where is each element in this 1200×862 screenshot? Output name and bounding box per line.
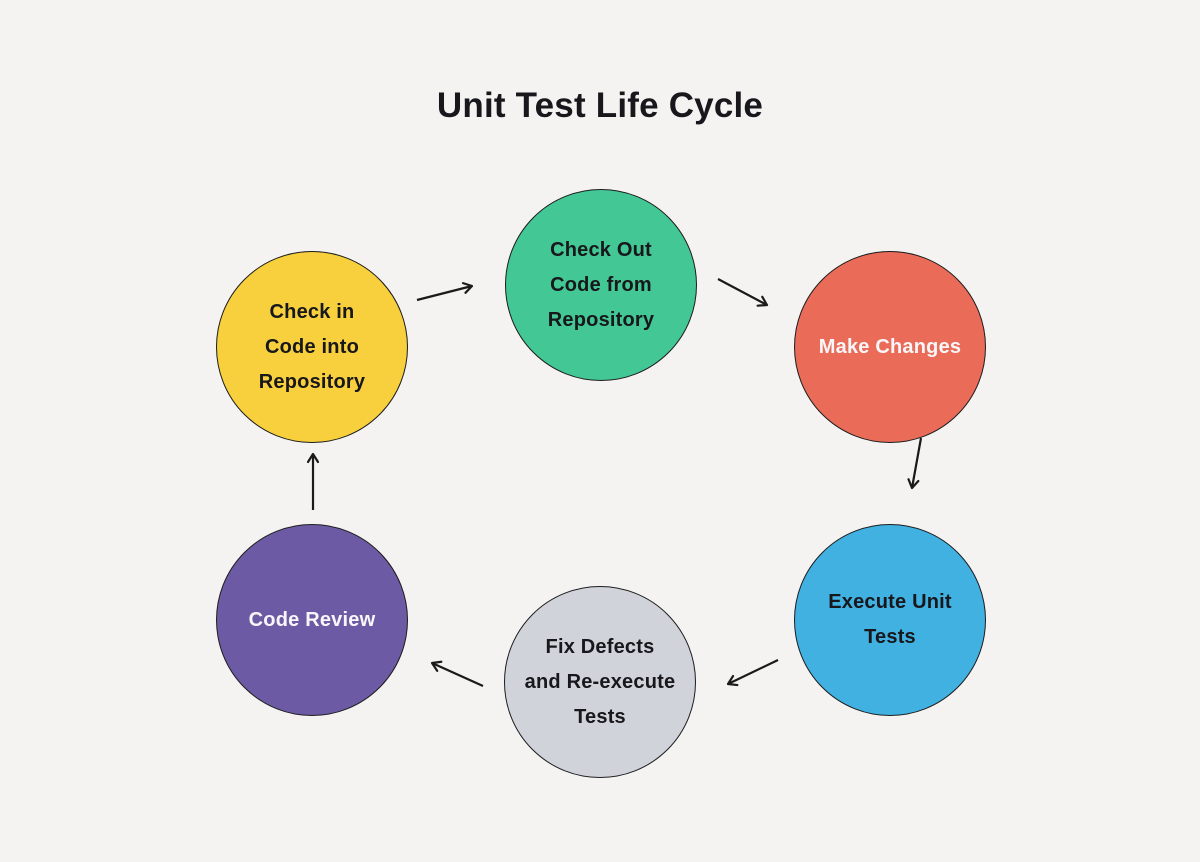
arrow-checkout-to-makechanges bbox=[717, 278, 769, 307]
arrow-makechanges-to-execute bbox=[907, 437, 923, 490]
node-label-execute-unit-tests: Execute Unit Tests bbox=[828, 591, 952, 648]
diagram-title: Unit Test Life Cycle bbox=[436, 86, 764, 125]
arrow-checkin-to-checkout bbox=[416, 282, 474, 302]
arrow-execute-to-fixdefects bbox=[726, 659, 779, 687]
node-check-out-code-from-repository: Check Out Code from Repository bbox=[505, 189, 697, 381]
arrow-fixdefects-to-codereview bbox=[430, 660, 484, 688]
node-label-code-review: Code Review bbox=[248, 608, 376, 631]
node-label-check-out-code: Check Out Code from Repository bbox=[547, 238, 655, 331]
node-fix-defects-and-re-execute-tests: Fix Defects and Re-execute Tests bbox=[504, 586, 696, 778]
node-label-check-in-code: Check in Code into Repository bbox=[258, 300, 366, 393]
node-check-in-code-into-repository: Check in Code into Repository bbox=[216, 251, 408, 443]
node-make-changes: Make Changes bbox=[794, 251, 986, 443]
node-label-make-changes: Make Changes bbox=[818, 335, 962, 358]
node-code-review: Code Review bbox=[216, 524, 408, 716]
node-label-fix-defects: Fix Defects and Re-execute Tests bbox=[524, 635, 676, 728]
node-execute-unit-tests: Execute Unit Tests bbox=[794, 524, 986, 716]
